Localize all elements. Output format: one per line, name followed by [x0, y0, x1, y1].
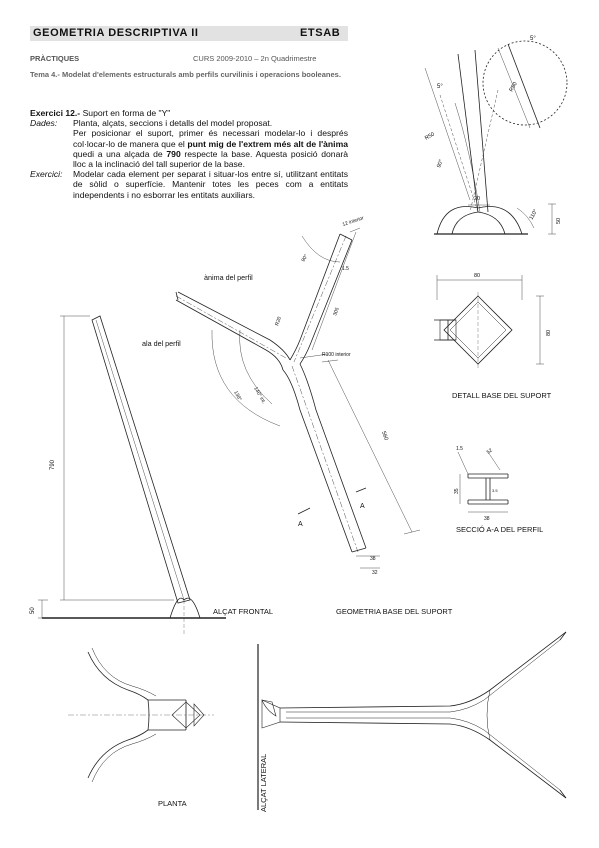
section-marker-a-right: A — [360, 503, 365, 510]
dim-r50-a: R50 — [509, 81, 519, 93]
dim-138: 138° — [232, 390, 242, 402]
dades-highlight: punt mig de l'extrem més alt de l'ànima — [187, 138, 348, 149]
base-detail-drawing — [424, 40, 568, 235]
exercise-block: Exercici 12.- Suport en forma de "Y" Dad… — [30, 108, 348, 200]
dim-1-5: 1.5 — [342, 266, 349, 272]
dim-12-interior: 12 interior — [342, 215, 365, 228]
dim-20: 20 — [474, 196, 480, 202]
dim-r100-interior: R100 interior — [322, 352, 351, 358]
label-geometria-base: GEOMETRIA BASE DEL SUPORT — [336, 607, 453, 616]
header-bar — [30, 26, 348, 41]
section-marker-a-left: A — [298, 521, 303, 528]
dades-label: Dades: — [30, 118, 58, 129]
dim-s38: 38 — [484, 516, 490, 522]
label-ala: ala del perfil — [142, 339, 181, 348]
dim-r20: R20 — [274, 316, 283, 327]
dim-s1-5: 1.5 — [456, 446, 463, 452]
label-alcat-lateral: ALÇAT LATERAL — [259, 754, 268, 812]
dim-80-h: 80 — [546, 330, 552, 336]
label-detall-base: DETALL BASE DEL SUPORT — [452, 391, 552, 400]
dim-560: 560 — [380, 431, 389, 442]
dades-height: 790 — [166, 148, 181, 159]
dades-row-1: Dades: Planta, alçats, seccions i detall… — [30, 118, 348, 128]
dim-r50-b: R50 — [424, 131, 436, 141]
dim-32: 32 — [372, 570, 378, 576]
document-title: GEOMETRIA DESCRIPTIVA II — [33, 27, 199, 39]
alcat-lateral-drawing — [257, 631, 567, 810]
exercici-row: Exercici: Modelar cada element per separ… — [30, 169, 348, 200]
school-name: ETSAB — [300, 27, 341, 39]
alcat-frontal-drawing — [38, 315, 226, 636]
dades-text-2: Per posicionar el suport, primer és nece… — [73, 128, 348, 170]
detall-base-drawing — [434, 275, 544, 368]
dades-row-2: Per posicionar el suport, primer és nece… — [30, 128, 348, 169]
dades-text-1: Planta, alçats, seccions i detalls del m… — [73, 118, 273, 129]
dim-90-detail: 90° — [436, 159, 444, 169]
dim-50-left: 50 — [30, 607, 36, 614]
label-anima: ànima del perfil — [204, 273, 253, 282]
label-alcat-frontal: ALÇAT FRONTAL — [213, 607, 273, 616]
dim-s3-5: 3.5 — [492, 488, 498, 493]
subheader-practiques: PRÀCTIQUES — [30, 54, 80, 63]
dim-790: 790 — [50, 459, 56, 470]
dim-90-angle: 90° — [301, 253, 310, 263]
exercise-heading: Exercici 12.- Suport en forma de "Y" — [30, 108, 348, 118]
dim-38: 38 — [370, 556, 376, 562]
tema-heading: Tema 4.- Modelat d'elements estructurals… — [30, 70, 341, 79]
dim-5-left: 5° — [437, 84, 443, 90]
exercise-title: Exercici 12.- — [30, 108, 81, 118]
dim-s52: 52 — [486, 447, 494, 455]
dim-110: 110° — [529, 209, 540, 221]
exercici-label: Exercici: — [30, 169, 63, 180]
dim-140-int: 140° int. — [252, 386, 266, 405]
dim-s35: 35 — [454, 488, 460, 494]
planta-drawing — [68, 647, 214, 783]
label-planta: PLANTA — [158, 799, 187, 808]
dim-305: 305 — [332, 307, 341, 317]
subheader-course: CURS 2009-2010 – 2n Quadrimestre — [193, 54, 317, 63]
dim-80-w: 80 — [474, 273, 480, 279]
label-seccio: SECCIÓ A-A DEL PERFIL — [456, 525, 543, 534]
dim-50-detail: 50 — [556, 218, 562, 224]
exercise-subtitle: Suport en forma de "Y" — [82, 108, 171, 118]
exercici-text: Modelar cada element per separat i situa… — [73, 169, 348, 200]
y-geometry-drawing — [175, 227, 421, 569]
seccio-drawing — [457, 451, 509, 513]
dim-5-top: 5° — [530, 36, 536, 42]
